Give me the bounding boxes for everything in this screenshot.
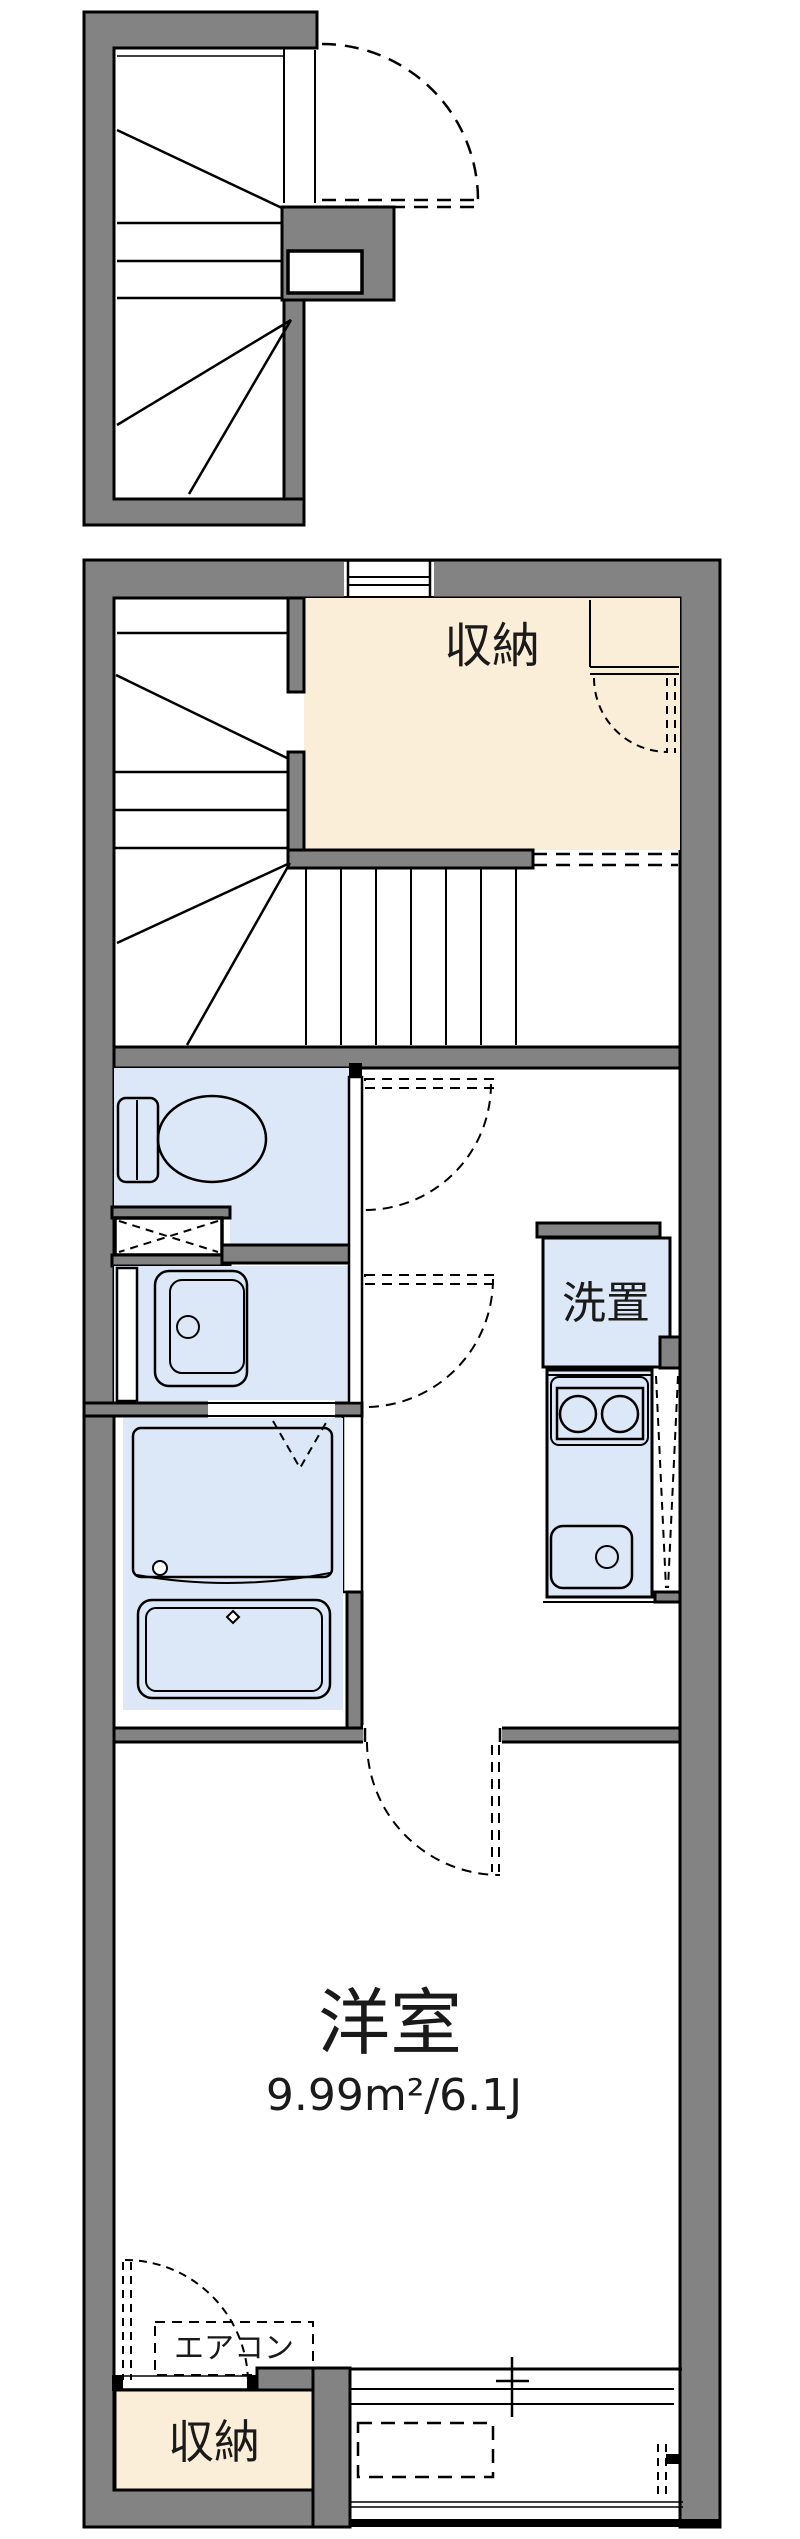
stove-icon [550, 1376, 649, 1446]
window-icon [344, 560, 434, 598]
storage-room-bottom: 収納 [112, 2366, 352, 2529]
hatch-box-icon [356, 2421, 495, 2479]
main-unit-outer-walls [82, 558, 722, 2529]
bathtub-icon [136, 1598, 332, 1700]
western-room: 洋室 9.99m²/6.1J [266, 1981, 522, 2121]
vent-box-icon [113, 1216, 224, 1257]
toilet-room [114, 1068, 349, 1245]
closet-door-swing-icon [122, 2259, 249, 2384]
washroom [114, 1266, 349, 1403]
room-area-label: 9.99m²/6.1J [266, 2070, 522, 2121]
hallway-door-arc-icon [364, 1078, 494, 1408]
storage-top-label: 収納 [444, 618, 540, 674]
balcony [350, 2421, 720, 2527]
sink-icon [549, 1524, 634, 1590]
aircon-box: エアコン [154, 2321, 314, 2376]
kitchen-counter [543, 1368, 655, 1603]
closet-door-arc-icon [533, 677, 678, 867]
aircon-label: エアコン [174, 2331, 294, 2366]
room-label: 洋室 [318, 1981, 462, 2065]
upper-stair-treads [116, 128, 293, 495]
upper-floor-staircase [82, 10, 480, 527]
washbasin-icon [153, 1269, 249, 1388]
shower-pan-icon [131, 1426, 334, 1584]
laundry-label: 洗置 [562, 1278, 650, 1329]
laundry-space [541, 1236, 672, 1369]
closet-shelf [589, 600, 679, 675]
main-floor-plan: 洋室 9.99m²/6.1J エアコン 収納 [82, 558, 722, 2529]
refrigerator-space-icon [655, 1375, 679, 1589]
storage-bottom-label: 収納 [168, 2415, 260, 2469]
storage-room-top [304, 598, 680, 850]
upper-unit-walls [82, 10, 319, 527]
toilet-icon [116, 1094, 268, 1184]
entrance-door-arc-icon [321, 42, 480, 209]
sliding-window-icon [350, 2357, 682, 2417]
folding-door-icon [272, 1420, 328, 1471]
main-staircase [114, 631, 517, 1046]
room-door-arc-icon [366, 1741, 501, 1876]
